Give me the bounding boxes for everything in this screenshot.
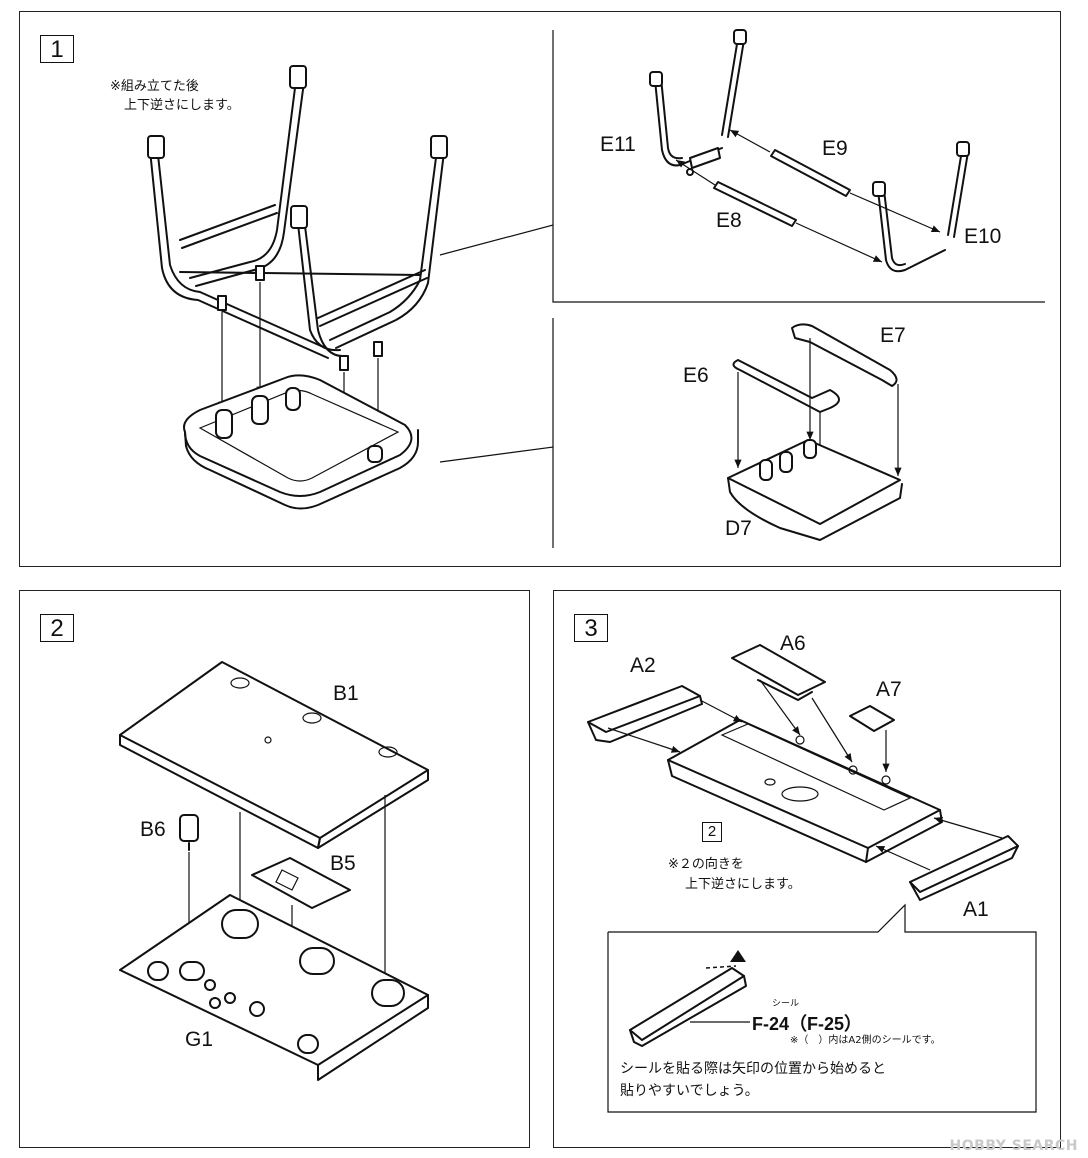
part-label-e7: E7 — [880, 324, 906, 347]
part-label-g1: G1 — [185, 1028, 214, 1051]
part-label-e6: E6 — [683, 364, 709, 387]
sticker-ruby: シール — [772, 999, 800, 1009]
part-label-e11: E11 — [600, 133, 636, 156]
part-label-a1: A1 — [963, 898, 989, 921]
sticker-footnote: ※（ ）内はA2側のシールです。 — [790, 1035, 941, 1046]
step3-number: 3 — [574, 614, 608, 642]
step3-note-line2: 上下逆さにします。 — [685, 877, 801, 892]
step1-note-line1: ※組み立てた後 — [110, 79, 199, 94]
part-label-e8: E8 — [716, 209, 742, 232]
watermark-logo: HOBBY SEARCH — [949, 1138, 1078, 1154]
part-label-b1: B1 — [333, 682, 359, 705]
sticker-label: F-24（F-25） — [752, 1014, 863, 1034]
sticker-instruction-line1: シールを貼る際は矢印の位置から始めると — [620, 1061, 886, 1077]
part-label-a2: A2 — [630, 654, 656, 677]
part-label-d7: D7 — [725, 517, 752, 540]
part-label-e9: E9 — [822, 137, 848, 160]
step3-note-line1: ※２の向きを — [668, 857, 744, 872]
part-label-e10: E10 — [964, 225, 1002, 248]
part-label-a7: A7 — [876, 678, 902, 701]
part-label-b5: B5 — [330, 852, 356, 875]
step1-note-line2: 上下逆さにします。 — [124, 98, 240, 113]
part-label-a6: A6 — [780, 632, 806, 655]
step3-reference-step: 2 — [702, 822, 722, 842]
step1-number: 1 — [40, 35, 74, 63]
sticker-instruction-line2: 貼りやすいでしょう。 — [620, 1083, 759, 1099]
part-label-b6: B6 — [140, 818, 166, 841]
step2-number: 2 — [40, 614, 74, 642]
